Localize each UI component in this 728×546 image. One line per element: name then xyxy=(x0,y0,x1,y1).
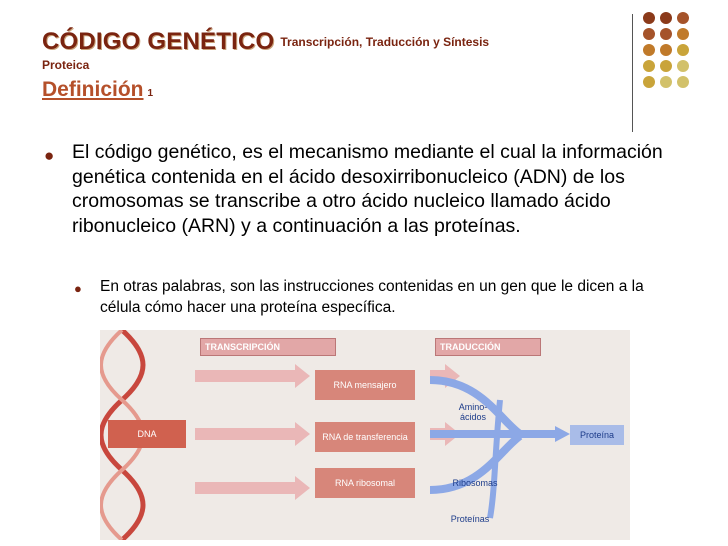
heading-text: Definición xyxy=(42,78,144,101)
rna-ribosomal-box: RNA ribosomal xyxy=(315,468,415,498)
slide-subtitle: Transcripción, Traducción y Síntesis xyxy=(280,35,490,49)
transcripcion-header: TRANSCRIPCIÓN xyxy=(200,338,336,356)
decorative-dot xyxy=(677,28,689,40)
slide-subtitle-cont: Proteica xyxy=(42,58,90,72)
decorative-dot xyxy=(643,28,655,40)
decorative-dot xyxy=(660,44,672,56)
decorative-dot xyxy=(677,44,689,56)
proteinas-label: Proteínas xyxy=(450,514,490,524)
divider-line xyxy=(632,14,633,132)
sub-bullet-icon: ● xyxy=(74,281,82,296)
bullet-paragraph: El código genético, es el mecanismo medi… xyxy=(72,141,663,237)
dna-box: DNA xyxy=(108,420,186,448)
genetic-code-diagram: TRANSCRIPCIÓN TRADUCCIÓN DNA RNA mensaje… xyxy=(100,330,630,540)
aminoacidos-label: Amino-ácidos xyxy=(458,402,488,422)
proteina-box: Proteína xyxy=(570,425,624,445)
ribosomas-label: Ribosomas xyxy=(452,478,498,488)
bullet-icon: ● xyxy=(44,146,55,165)
decorative-dot xyxy=(677,76,689,88)
rna-transferencia-box: RNA de transferencia xyxy=(315,422,415,452)
decorative-dot xyxy=(643,60,655,72)
slide-title: CÓDIGO GENÉTICO Transcripción, Traducción… xyxy=(42,28,489,56)
decorative-dot xyxy=(643,12,655,24)
heading-index: 1 xyxy=(147,88,154,99)
decorative-dot xyxy=(660,76,672,88)
sub-bullet-paragraph: En otras palabras, son las instrucciones… xyxy=(100,278,644,316)
title-text: CÓDIGO GENÉTICO xyxy=(42,28,275,55)
decorative-dot xyxy=(677,12,689,24)
decorative-dot xyxy=(660,60,672,72)
rna-mensajero-box: RNA mensajero xyxy=(315,370,415,400)
decorative-dot xyxy=(660,28,672,40)
decorative-dot xyxy=(677,60,689,72)
traduccion-header: TRADUCCIÓN xyxy=(435,338,541,356)
decorative-dot xyxy=(643,44,655,56)
decorative-dot xyxy=(643,76,655,88)
decorative-dot xyxy=(660,12,672,24)
